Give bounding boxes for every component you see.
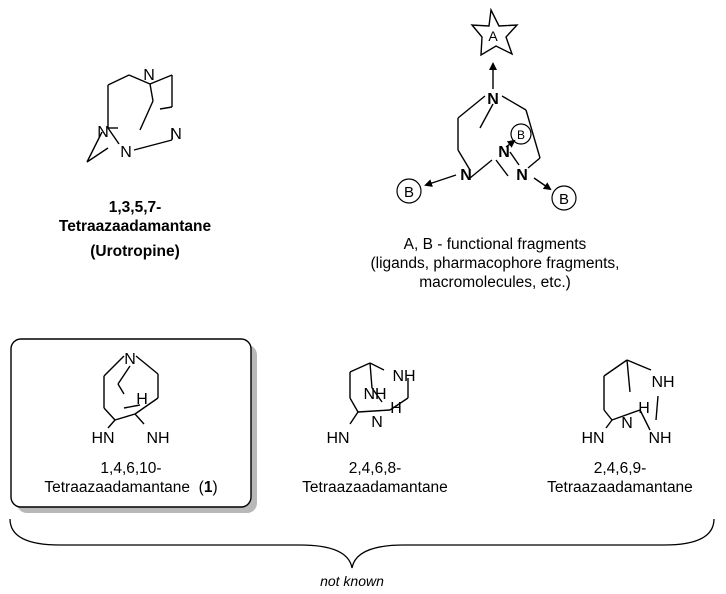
scaffold-atom-n-left: N	[460, 167, 472, 184]
compound1-paren-close: )	[212, 479, 218, 496]
scaffold-b-circle-center	[510, 123, 532, 145]
urotropine-atom-n-top: N	[143, 67, 155, 84]
scaffold-arrow-b-right	[533, 177, 552, 191]
compound1-name-line2: Tetraazaadamantane (1)	[11, 478, 251, 497]
not-known-brace	[9, 518, 715, 569]
compound1-structure	[103, 355, 159, 429]
compound1-atom-nh-right: NH	[146, 430, 169, 447]
scaffold-b-label-center: B	[517, 128, 525, 142]
scaffold-caption-line1: A, B - functional fragments	[403, 236, 587, 253]
isomer-2468-name-line2: Tetraazaadamantane	[302, 479, 448, 496]
isomer-2469-name-line2: Tetraazaadamantane	[547, 479, 693, 496]
compound1-name: 1,4,6,10- Tetraazaadamantane (1)	[11, 459, 251, 497]
compound1-name-line1: 1,4,6,10-	[100, 460, 162, 477]
isomer-2469-atom-nh-top: NH	[651, 374, 674, 391]
isomer-2469-name: 2,4,6,9- Tetraazaadamantane	[520, 459, 720, 497]
scaffold-structure	[457, 95, 541, 179]
urotropine-name: 1,3,5,7- Tetraazaadamantane (Urotropine)	[10, 198, 260, 261]
compound1-name-text: Tetraazaadamantane	[44, 479, 191, 496]
isomer-2469-structure	[603, 359, 659, 431]
isomer-2468-name-line1: 2,4,6,8-	[348, 460, 402, 477]
isomer-2468-structure	[349, 362, 409, 425]
isomer-2468-atom-nh-right: NH	[392, 368, 415, 385]
urotropine-name-line1: 1,3,5,7-	[108, 199, 162, 216]
scaffold-b-label-left: B	[404, 184, 414, 201]
urotropine-atom-n-bottom: N	[120, 144, 132, 161]
compound1-paren-open: (	[198, 479, 204, 496]
isomer-2469-atom-h: H	[638, 400, 650, 417]
compound1-highlight-box	[10, 338, 252, 508]
isomer-2468-atom-nh-top: NH	[363, 386, 386, 403]
isomer-2468-atom-n-center: N	[371, 414, 383, 431]
scaffold-b-circle-left	[396, 178, 422, 204]
urotropine-name-line2: Tetraazaadamantane	[58, 218, 212, 235]
scaffold-caption-line2: (ligands, pharmacophore fragments,	[370, 255, 620, 272]
isomer-2469-name-line1: 2,4,6,9-	[593, 460, 647, 477]
scaffold-b-circle-right	[551, 185, 577, 211]
scaffold-b-label-right: B	[559, 191, 569, 208]
not-known-label: not known	[320, 573, 384, 589]
scaffold-caption-line3: macromolecules, etc.)	[419, 274, 571, 291]
scaffold-star-label: A	[488, 28, 498, 44]
compound1-atom-n-top: N	[124, 351, 136, 368]
isomer-2469-atom-hn-left: HN	[581, 430, 604, 447]
compound1-number: 1	[203, 479, 213, 496]
scaffold-atom-n-center: N	[498, 144, 510, 161]
scaffold-atom-n-right: N	[516, 167, 528, 184]
urotropine-structure	[86, 74, 173, 163]
compound1-atom-h: H	[136, 391, 148, 408]
isomer-2468-atom-hn-left: HN	[326, 430, 349, 447]
scaffold-caption: A, B - functional fragments (ligands, ph…	[350, 235, 640, 292]
scaffold-star-fragment	[470, 7, 519, 57]
isomer-2468-name: 2,4,6,8- Tetraazaadamantane	[275, 459, 475, 497]
urotropine-name-line3: (Urotropine)	[90, 243, 180, 260]
compound1-atom-hn-left: HN	[91, 430, 114, 447]
isomer-2469-atom-nh-right: NH	[648, 430, 671, 447]
isomer-2469-atom-n-center: N	[621, 415, 633, 432]
urotropine-atom-n-right: N	[170, 126, 182, 143]
scaffold-arrow-b-center	[505, 139, 516, 148]
isomer-2468-atom-h: H	[390, 400, 402, 417]
scaffold-arrow-b-left	[424, 174, 457, 187]
scaffold-atom-n-top: N	[487, 91, 499, 108]
urotropine-atom-n-left: N	[97, 124, 109, 141]
